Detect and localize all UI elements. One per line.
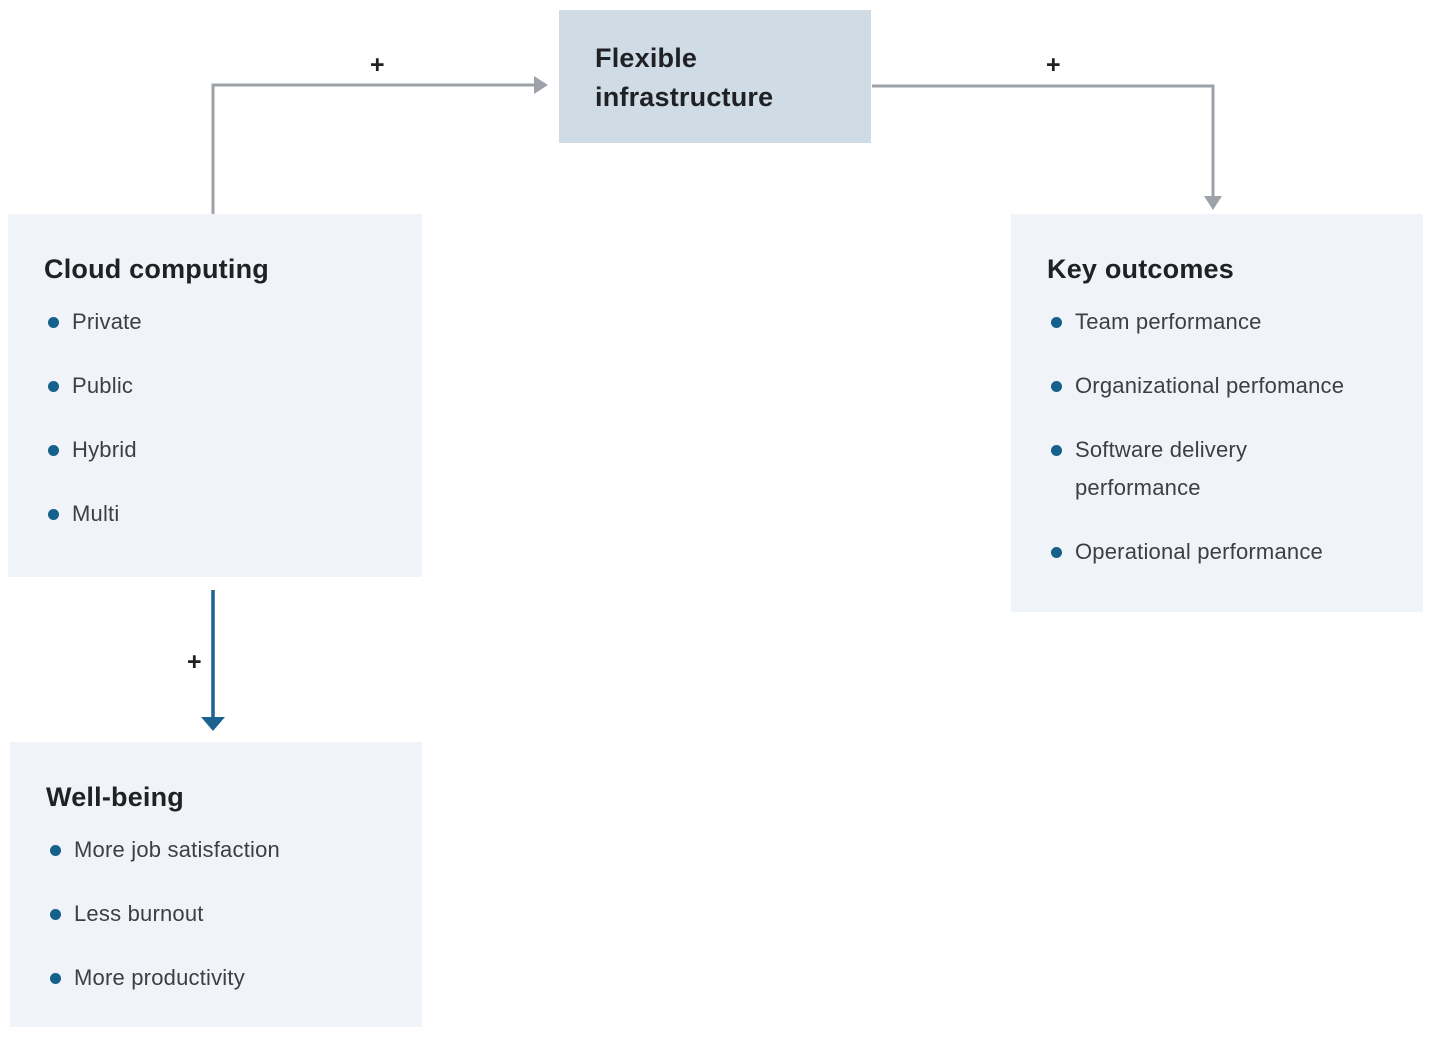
bullet-list: Team performance Organizational perfoman…	[1011, 303, 1423, 571]
list-item-label: Public	[72, 373, 134, 398]
bullet-dot-icon	[1051, 547, 1062, 558]
list-item: Multi	[48, 495, 367, 533]
bullet-dot-icon	[1051, 445, 1062, 456]
list-item: Private	[48, 303, 367, 341]
list-item: More productivity	[50, 959, 369, 997]
bullet-dot-icon	[48, 445, 59, 456]
list-item: More job satisfaction	[50, 831, 369, 869]
list-item: Hybrid	[48, 431, 367, 469]
list-item-label: Private	[72, 309, 142, 334]
bullet-dot-icon	[1051, 381, 1062, 392]
arrowhead-down-icon	[201, 717, 225, 731]
node-well-being: Well-being More job satisfaction Less bu…	[10, 742, 422, 1027]
node-title: Key outcomes	[1047, 254, 1234, 284]
list-item: Operational performance	[1051, 533, 1370, 571]
bullet-dot-icon	[48, 381, 59, 392]
list-item-label: Team performance	[1075, 309, 1262, 334]
edge-line	[211, 83, 534, 214]
list-item-label: More job satisfaction	[74, 837, 280, 862]
list-item-label: Hybrid	[72, 437, 137, 462]
bullet-dot-icon	[50, 845, 61, 856]
list-item: Software delivery performance	[1051, 431, 1370, 507]
bullet-dot-icon	[48, 317, 59, 328]
node-title: Well-being	[46, 782, 185, 812]
list-item-label: More productivity	[74, 965, 245, 990]
edge-cloud-to-wellbeing	[201, 590, 225, 731]
edge-flexible-to-outcomes	[872, 84, 1222, 210]
list-item-label: Less burnout	[74, 901, 204, 926]
edge-line	[872, 84, 1215, 196]
list-item-label: Organizational perfomance	[1075, 373, 1345, 398]
list-item: Team performance	[1051, 303, 1370, 341]
node-key-outcomes: Key outcomes Team performance Organizati…	[1011, 214, 1423, 612]
edge-label-plus-flexible-outcomes: +	[1046, 51, 1061, 79]
node-cloud-computing: Cloud computing Private Public Hybrid Mu…	[8, 214, 422, 577]
arrowhead-right-icon	[534, 76, 548, 94]
bullet-dot-icon	[48, 509, 59, 520]
arrowhead-down-icon	[1204, 196, 1222, 210]
list-item-label: Multi	[72, 501, 120, 526]
list-item-label: Software delivery performance	[1075, 437, 1248, 500]
bullet-dot-icon	[50, 909, 61, 920]
edge-label-plus-cloud-flexible: +	[370, 51, 385, 79]
edge-label-plus-cloud-wellbeing: +	[187, 648, 202, 676]
node-title: Cloud computing	[44, 254, 269, 284]
list-item: Public	[48, 367, 367, 405]
node-title: Flexible infrastructure	[595, 43, 774, 112]
list-item: Organizational perfomance	[1051, 367, 1370, 405]
list-item: Less burnout	[50, 895, 369, 933]
bullet-list: More job satisfaction Less burnout More …	[10, 831, 422, 997]
bullet-dot-icon	[1051, 317, 1062, 328]
bullet-dot-icon	[50, 973, 61, 984]
bullet-list: Private Public Hybrid Multi	[8, 303, 422, 533]
list-item-label: Operational performance	[1075, 539, 1323, 564]
node-flexible-infrastructure: Flexible infrastructure	[559, 10, 871, 143]
edge-cloud-to-flexible	[211, 76, 548, 214]
